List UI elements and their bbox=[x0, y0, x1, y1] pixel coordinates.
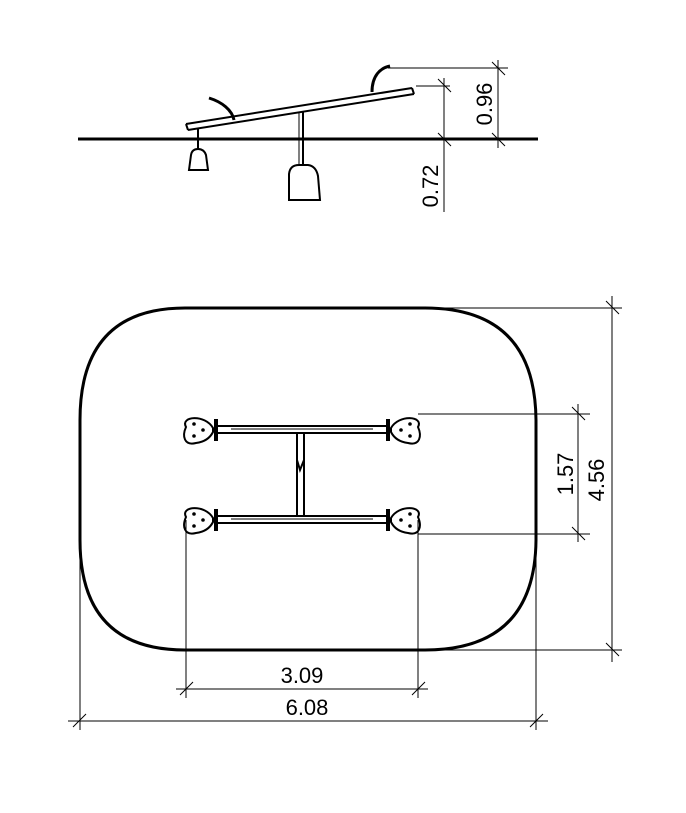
dimension-foundation-depth: 0.72 bbox=[418, 78, 452, 212]
dimension-seat-spacing: 1.57 bbox=[418, 404, 590, 542]
dimension-seesaw-length: 3.09 bbox=[176, 520, 428, 698]
seat-bottom-right bbox=[390, 507, 421, 535]
seat-top-left bbox=[183, 417, 214, 445]
seat-top-right bbox=[390, 417, 421, 445]
bumper-foundation bbox=[187, 147, 210, 171]
plan-view: 1.57 4.56 3.09 6.08 bbox=[68, 296, 622, 730]
right-handle-side bbox=[370, 64, 391, 93]
safety-area-outline bbox=[78, 306, 538, 652]
foundation-depth-label: 0.72 bbox=[418, 165, 443, 208]
side-elevation: 0.96 0.72 bbox=[78, 60, 538, 212]
seesaw-beam-top bbox=[214, 419, 390, 441]
area-width-label: 4.56 bbox=[584, 459, 609, 502]
pivot-foundation bbox=[288, 164, 322, 201]
seat-bottom-left bbox=[183, 507, 214, 535]
dimension-seat-height: 0.96 bbox=[388, 60, 508, 148]
seat-spacing-label: 1.57 bbox=[553, 453, 578, 496]
seat-height-label: 0.96 bbox=[472, 83, 497, 126]
seesaw-length-label: 3.09 bbox=[281, 663, 324, 688]
seesaw-beam-side bbox=[185, 87, 415, 131]
area-length-label: 6.08 bbox=[286, 695, 329, 720]
left-handle-side bbox=[208, 96, 236, 121]
central-frame bbox=[296, 433, 305, 516]
seesaw-beam-bottom bbox=[214, 509, 390, 531]
dimension-area-length: 6.08 bbox=[68, 420, 548, 730]
dimension-area-width: 4.56 bbox=[428, 296, 622, 662]
